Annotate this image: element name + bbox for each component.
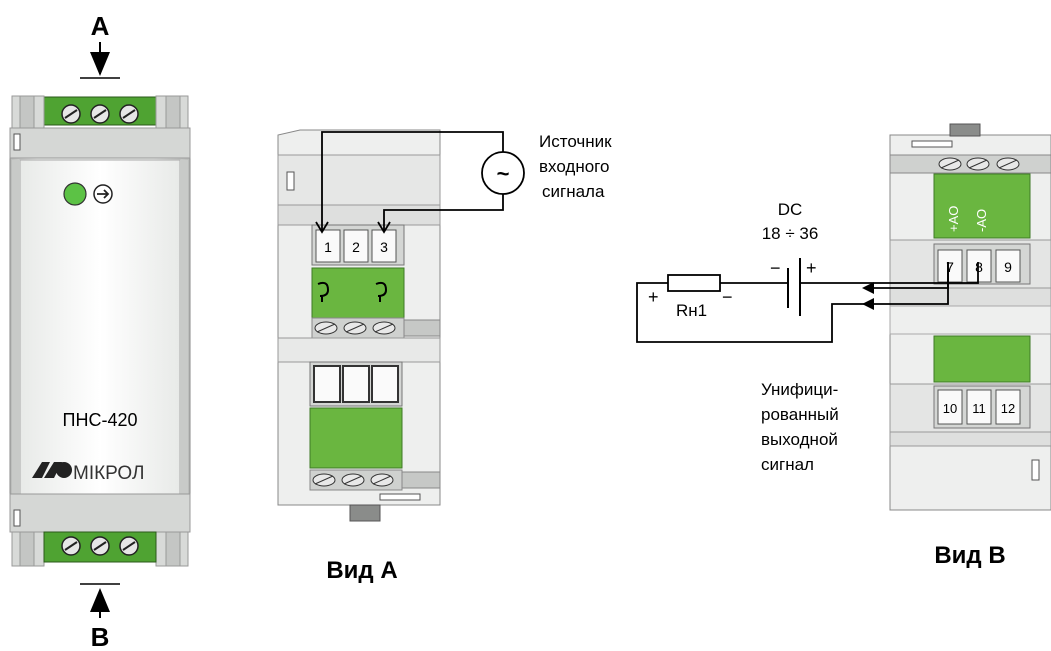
status-led-icon <box>63 182 87 206</box>
source-label-line1: Источник <box>539 132 612 151</box>
source-label-line2: входного <box>539 157 609 176</box>
resistor-label: Rн1 <box>676 301 707 320</box>
input-symbol-icon <box>317 281 330 302</box>
battery-icon <box>787 258 801 316</box>
source-wire-2 <box>383 194 504 232</box>
source-label-line3: сигнала <box>542 182 605 201</box>
view-a-terminals: 1 2 3 <box>311 224 405 266</box>
input-symbol-icon <box>375 281 388 302</box>
ac-source-icon <box>481 151 525 195</box>
terminal-10: 10 <box>943 401 957 416</box>
minus-ao-label: -AO <box>974 209 989 232</box>
arrow-b-label: B <box>91 622 110 651</box>
arrow-b-head <box>90 588 110 612</box>
output-label-line1: Унифици- <box>761 380 838 399</box>
output-label-line3: выходной <box>761 430 838 449</box>
terminal-2: 2 <box>352 239 360 255</box>
view-a-title: Вид А <box>326 557 397 584</box>
device-face <box>19 159 181 501</box>
terminal-11: 11 <box>972 401 986 416</box>
view-b-green-strip <box>933 173 1031 239</box>
brand-text: МIКРОЛ <box>73 463 144 484</box>
wire-plus-to-7 <box>864 262 949 289</box>
dc-label: DC <box>778 200 803 219</box>
view-a-green-strip <box>311 267 405 319</box>
resistor-plus: + <box>648 287 659 307</box>
view-a: 1 2 3 <box>277 129 612 584</box>
arrow-a-head <box>90 52 110 76</box>
battery-plus: + <box>806 258 817 278</box>
terminal-8: 8 <box>975 259 983 275</box>
output-label-line2: рованный <box>761 405 839 424</box>
dc-voltage-label: 18 ÷ 36 <box>762 224 819 243</box>
view-b-title: Вид В <box>934 542 1005 569</box>
bottom-screws <box>61 536 139 556</box>
resistor-minus: − <box>722 287 733 307</box>
terminal-1: 1 <box>324 239 332 255</box>
source-wire-1 <box>321 131 504 232</box>
device-model: ПНС-420 <box>63 410 138 430</box>
wire-battery-terminal8 <box>800 262 979 284</box>
plus-ao-label: +AO <box>946 206 961 232</box>
arrow-a-label: A <box>91 11 110 41</box>
brand-logo: МIКРОЛ <box>32 462 144 484</box>
wire-resistor-loop <box>636 262 949 343</box>
view-b: +AO -AO 7 8 9 10 11 12 DC 18 ÷ 36 <box>636 123 1051 569</box>
output-label-line4: сигнал <box>761 455 814 474</box>
terminal-9: 9 <box>1004 259 1012 275</box>
terminal-12: 12 <box>1001 401 1015 416</box>
resistor-icon <box>667 274 721 292</box>
terminal-7: 7 <box>946 259 954 275</box>
battery-minus: − <box>770 258 781 278</box>
top-screws <box>61 104 139 124</box>
svg-text:~: ~ <box>497 161 510 186</box>
terminal-3: 3 <box>380 239 388 255</box>
device-front-view: A ПНС-420 <box>9 11 191 651</box>
